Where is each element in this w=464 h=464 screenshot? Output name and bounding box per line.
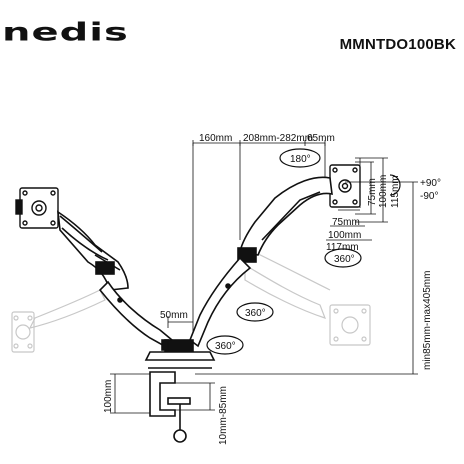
rotation-arrows [206,148,401,355]
brand-logo: nedis [2,18,129,47]
ghost-arm-left [11,289,106,353]
label-vesa-75h: 75mm [367,178,378,206]
label-swivel-base: 360° [215,341,236,352]
desk-base [144,339,216,443]
label-height-range: min85mm-max405mm [422,271,433,370]
label-tilt-down: -90° [420,191,438,202]
label-arm-tip: 65mm [307,133,335,144]
label-vesa-100h: 100mm [378,175,389,208]
label-swivel-arm: 360° [245,308,266,319]
label-vesa-75w: 75mm [332,217,360,228]
label-pole-width: 50mm [160,310,188,321]
model-number: MMNTDO100BK [339,36,456,53]
vesa-plate-left [15,187,59,229]
label-vesa-115h: 115mm [390,175,401,208]
label-desk-thickness: 10mm-85mm [218,386,229,445]
label-vesa-117w: 117mm [326,242,359,253]
label-clamp-height: 100mm [103,380,114,413]
label-arm-range: 208mm-282mm [243,133,313,144]
label-swivel-head: 360° [334,254,355,265]
arm-left [57,210,173,350]
label-tilt-up: +90° [420,178,441,189]
dimension-lines [110,140,418,414]
label-tilt: 180° [290,154,311,165]
arm-right [189,176,333,348]
label-vesa-100w: 100mm [328,230,361,241]
label-top-offset: 160mm [199,133,232,144]
vesa-plate-right [329,164,361,208]
